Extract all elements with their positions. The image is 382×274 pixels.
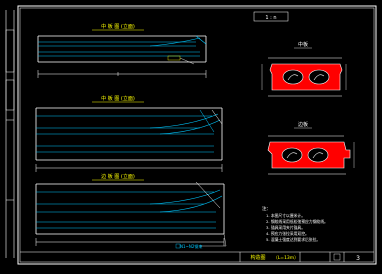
binding-strip xyxy=(5,10,15,258)
title-block: 构造图 （L=13m） 3 xyxy=(20,251,374,262)
elevation-2-label: 中 板 图 (立面) xyxy=(101,95,135,102)
cross-section-edge: 边板 xyxy=(267,121,355,175)
notes-heading: 注： xyxy=(262,205,271,212)
note-item: 1. 本图尺寸以厘米计。 xyxy=(266,213,305,218)
tendon-callout-label: N1~N2钢束 xyxy=(180,243,202,249)
scale-box: 1 : n xyxy=(253,11,289,22)
elevation-3-label: 边 板 图 (立面) xyxy=(101,173,135,180)
note-item: 4. 预应力张拉采用双控。 xyxy=(266,231,309,236)
note-item: 3. 锚具采用夹片锚具。 xyxy=(266,225,305,230)
sheet-number: 3 xyxy=(356,255,360,262)
elevation-1-label: 中 板 图 (立面) xyxy=(101,23,135,30)
cross-section-middle: 中板 xyxy=(261,41,347,97)
elevation-3: 边 板 图 (立面) N1~N2钢束 xyxy=(35,173,227,249)
sheet-border xyxy=(17,5,377,265)
drawing-subtitle: （L=13m） xyxy=(273,255,298,261)
note-item: 5. 混凝土强度达到要求后张拉。 xyxy=(266,237,320,242)
note-item: 2. 钢绞线采用低松弛预应力钢绞线。 xyxy=(266,219,328,224)
elevation-2: 中 板 图 (立面) xyxy=(35,95,223,172)
section-1-label: 中板 xyxy=(298,41,308,48)
scale-note: 1 : n xyxy=(265,15,276,21)
elevation-1: 中 板 图 (立面) xyxy=(37,23,207,78)
notes-block: 注： 1. 本图尺寸以厘米计。 2. 钢绞线采用低松弛预应力钢绞线。 3. 锚具… xyxy=(262,205,328,242)
sheet-inner-border xyxy=(19,7,375,263)
drawing-title: 构造图 xyxy=(250,254,265,261)
section-2-label: 边板 xyxy=(298,121,308,128)
